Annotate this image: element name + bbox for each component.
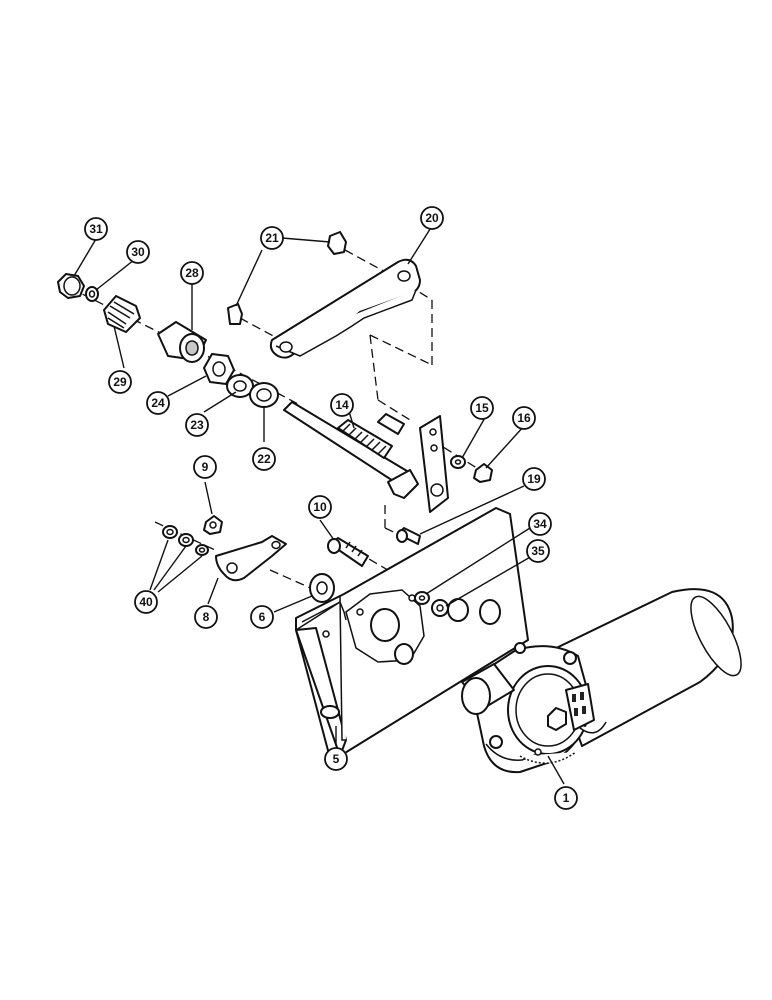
callout-1: 1: [554, 786, 578, 810]
callout-5: 5: [324, 747, 348, 771]
callout-28: 28: [180, 261, 204, 285]
callout-22: 22: [252, 447, 276, 471]
part-20-link-arm: [269, 258, 421, 359]
part-23-washer: [226, 374, 254, 398]
part-21-clip-upper: [327, 231, 347, 255]
part-22-washer: [249, 382, 279, 408]
callout-40-label: 40: [139, 595, 153, 609]
callout-24-label: 24: [151, 396, 165, 410]
callout-21: 21: [260, 226, 284, 250]
callout-10-label: 10: [313, 500, 327, 514]
callout-30-label: 30: [131, 245, 145, 259]
callout-34-label: 34: [533, 517, 547, 531]
callout-16-label: 16: [517, 411, 531, 425]
callout-10: 10: [308, 495, 332, 519]
callout-6-label: 6: [259, 610, 266, 624]
callout-19-label: 19: [527, 472, 541, 486]
part-35-nut: [431, 599, 449, 617]
part-15-washer: [450, 455, 466, 469]
callout-34: 34: [528, 512, 552, 536]
callout-28-label: 28: [185, 266, 199, 280]
callout-24: 24: [146, 391, 170, 415]
callout-23-label: 23: [190, 418, 204, 432]
part-31-cap-nut: [57, 273, 85, 299]
callout-23: 23: [185, 413, 209, 437]
callout-40: 40: [134, 590, 158, 614]
part-29-knurled-bushing: [103, 295, 141, 333]
part-10-bolt: [327, 537, 369, 567]
callout-15: 15: [470, 396, 494, 420]
callout-5-label: 5: [333, 752, 340, 766]
callout-35-label: 35: [531, 544, 545, 558]
callout-29: 29: [108, 370, 132, 394]
part-19-screw: [396, 527, 421, 545]
part-40-washers: [162, 525, 209, 556]
part-9-nut: [203, 515, 223, 535]
callout-8: 8: [194, 605, 218, 629]
callout-leaders: [73, 225, 565, 785]
callout-22-label: 22: [257, 452, 271, 466]
part-21-clip-lower: [227, 303, 243, 325]
part-28-spacer-sleeve: [157, 321, 207, 363]
callout-31: 31: [84, 217, 108, 241]
part-1-wiper-motor: [461, 588, 742, 774]
part-14-shaft-crank: [283, 401, 449, 513]
callout-9: 9: [193, 455, 217, 479]
part-8-drive-link: [215, 535, 287, 582]
part-16-nut: [473, 463, 493, 483]
part-34-washer: [414, 591, 430, 605]
callout-14-label: 14: [335, 398, 349, 412]
callout-35: 35: [526, 539, 550, 563]
callout-15-label: 15: [475, 401, 489, 415]
callout-21-label: 21: [265, 231, 279, 245]
callout-31-label: 31: [89, 222, 103, 236]
part-5-mounting-bracket: [295, 507, 529, 759]
callout-9-label: 9: [202, 460, 209, 474]
callout-6: 6: [250, 605, 274, 629]
callout-19: 19: [522, 467, 546, 491]
part-30-washer: [85, 286, 99, 302]
callout-8-label: 8: [203, 610, 210, 624]
callout-20: 20: [420, 206, 444, 230]
callout-14: 14: [330, 393, 354, 417]
callout-1-label: 1: [563, 791, 570, 805]
callout-16: 16: [512, 406, 536, 430]
part-6-large-washer: [309, 573, 335, 603]
part-24-hex-nut: [203, 353, 235, 385]
callout-29-label: 29: [113, 375, 127, 389]
callout-30: 30: [126, 240, 150, 264]
callout-20-label: 20: [425, 211, 439, 225]
